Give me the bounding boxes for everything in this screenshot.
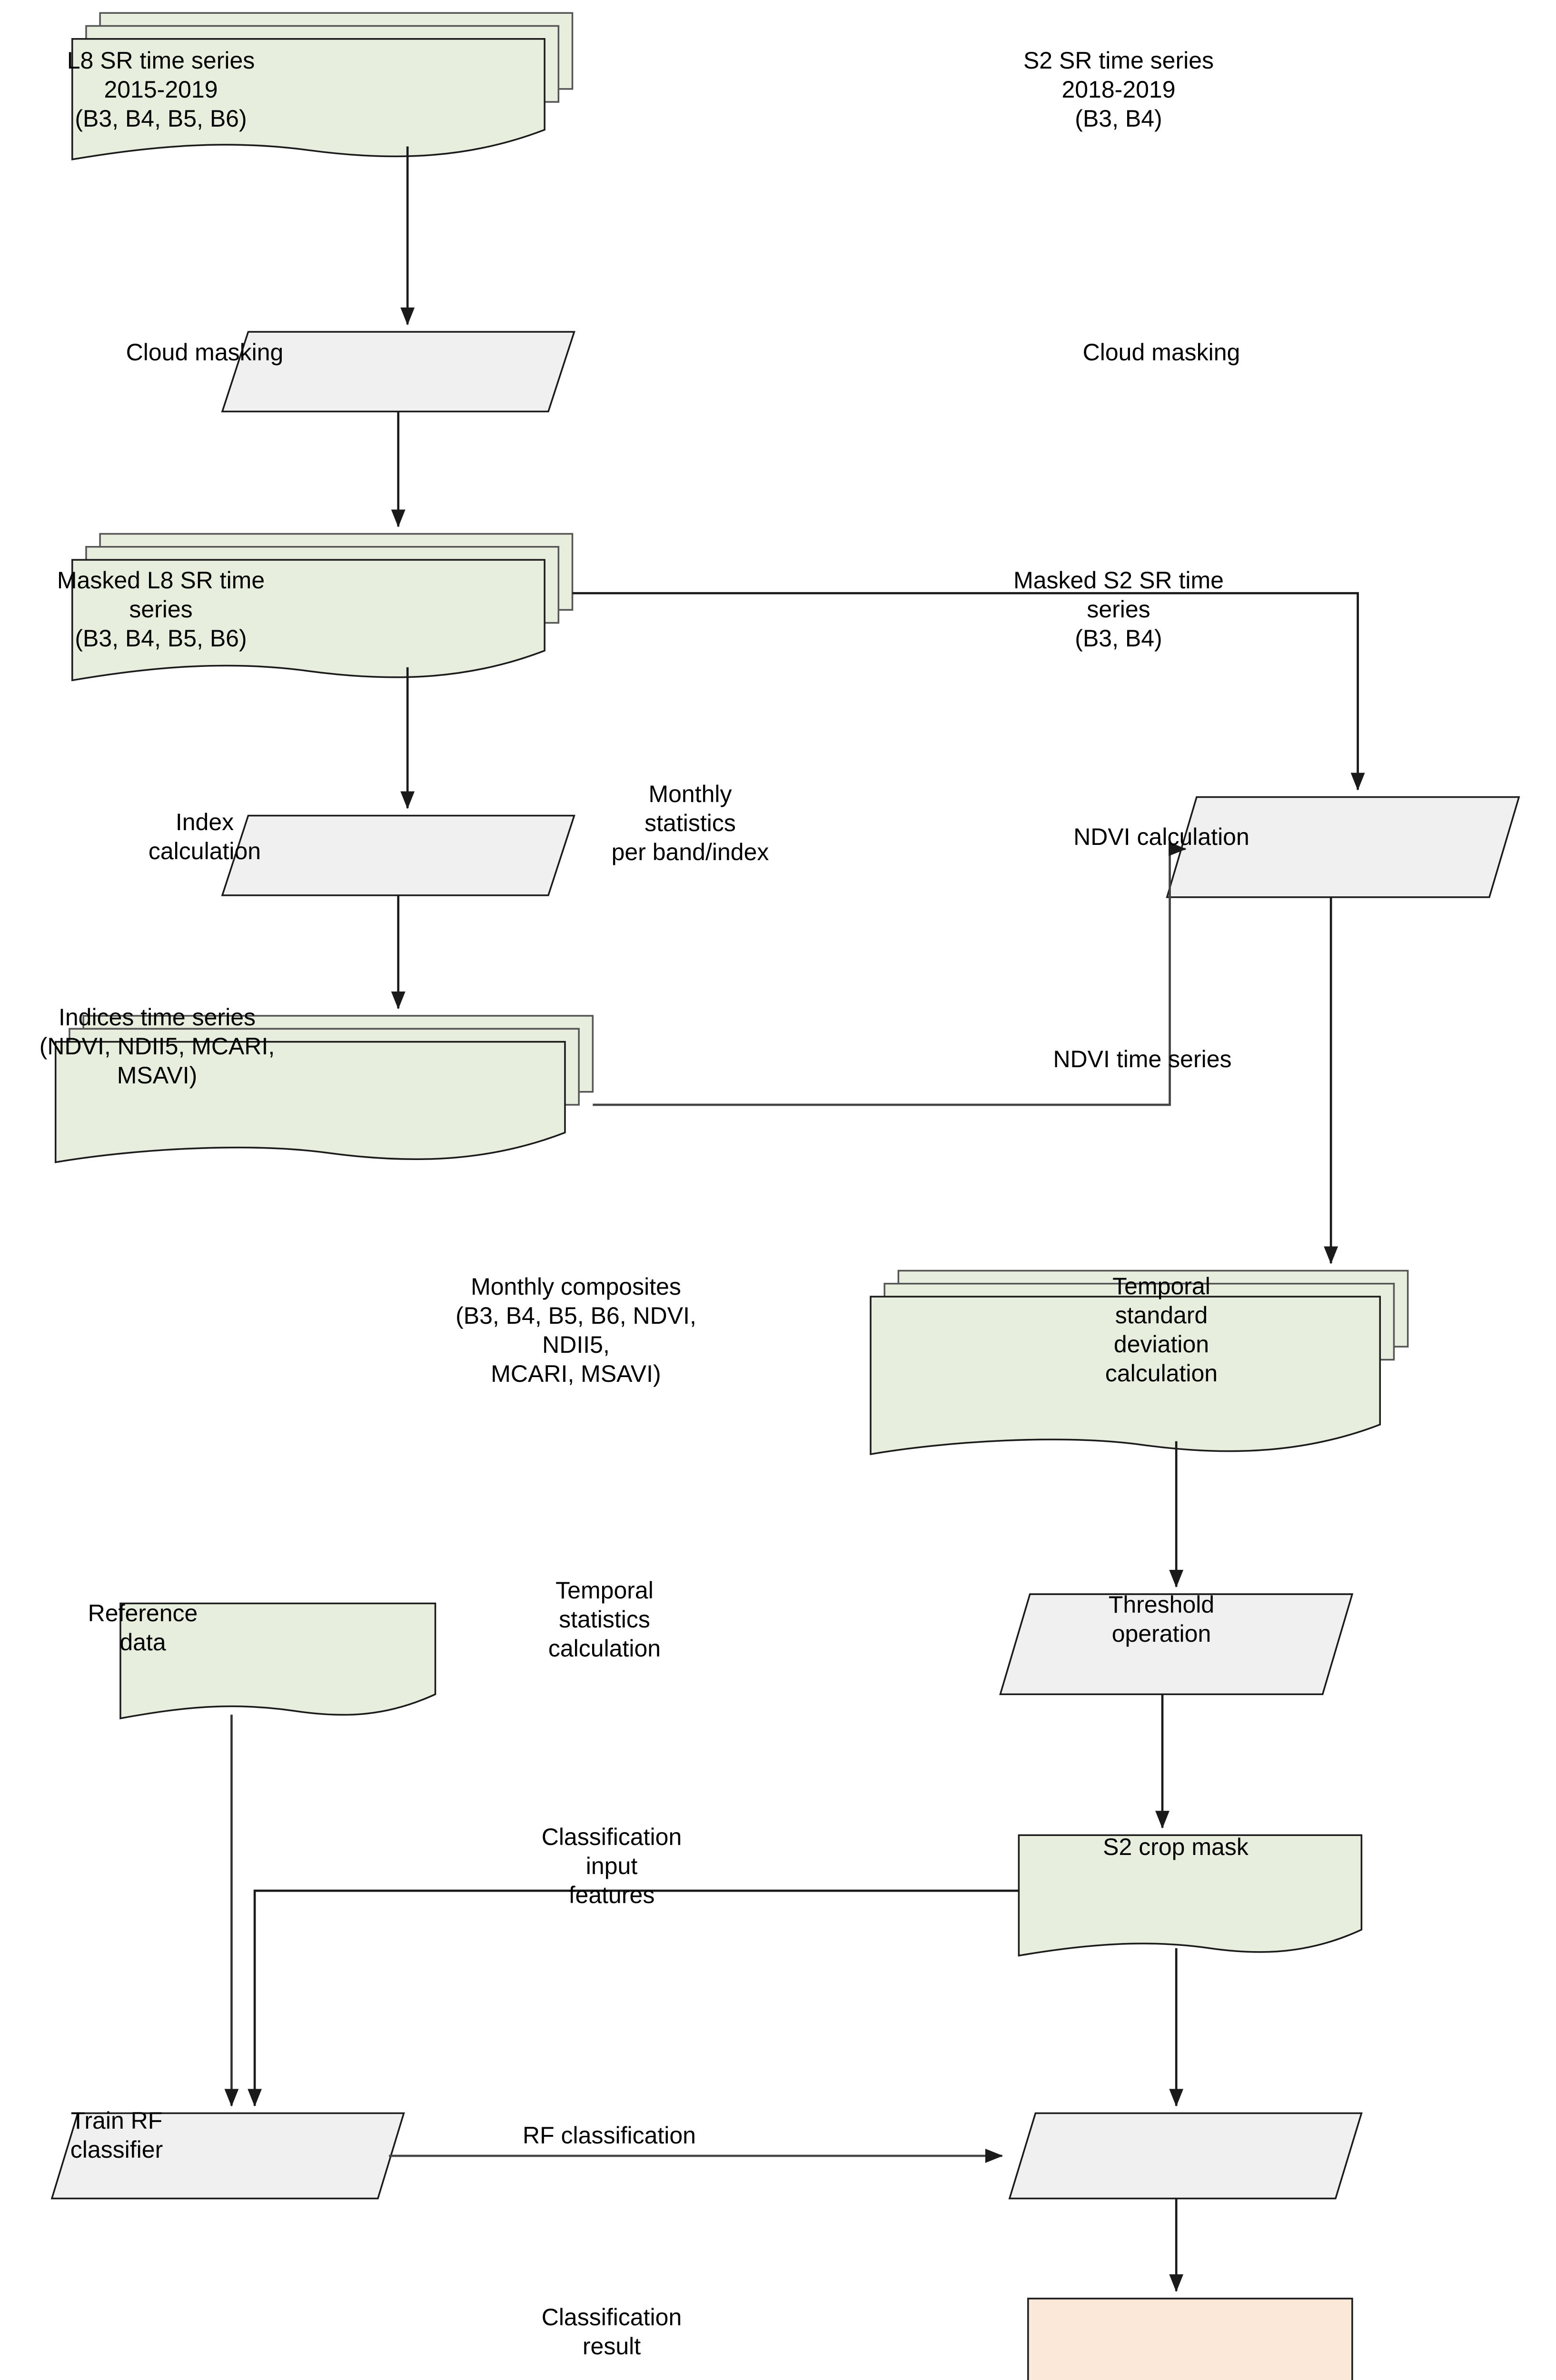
- rf-classification-shape[interactable]: [1008, 2112, 1363, 2200]
- masked-l8-sr-time-series-shape[interactable]: [71, 533, 574, 682]
- train-rf-classifier-shape[interactable]: [50, 2112, 405, 2200]
- monthly-composites-shape[interactable]: [870, 1269, 1409, 1456]
- cloud-masking-l8-shape[interactable]: [221, 331, 575, 413]
- edge-masked-l8-to-monthly-stats: [572, 592, 1365, 791]
- reference-data-shape[interactable]: [119, 1602, 436, 1720]
- monthly-statistics-shape[interactable]: [1166, 796, 1520, 898]
- index-calculation-shape[interactable]: [221, 814, 575, 896]
- indices-time-series-shape[interactable]: [54, 1015, 594, 1163]
- temporal-statistics-calculation-shape[interactable]: [999, 1593, 1354, 1696]
- l8-sr-time-series-shape[interactable]: [71, 12, 574, 160]
- edge-indices-to-monthly-stats: [593, 842, 1187, 1106]
- classification-result-shape[interactable]: [1027, 2298, 1353, 2380]
- edge-features-to-train-rf: [248, 1889, 1019, 2107]
- classification-input-features-shape[interactable]: [1018, 1834, 1363, 1957]
- edge-s2-crop-mask-to-mask-application: [1343, 1930, 1556, 2380]
